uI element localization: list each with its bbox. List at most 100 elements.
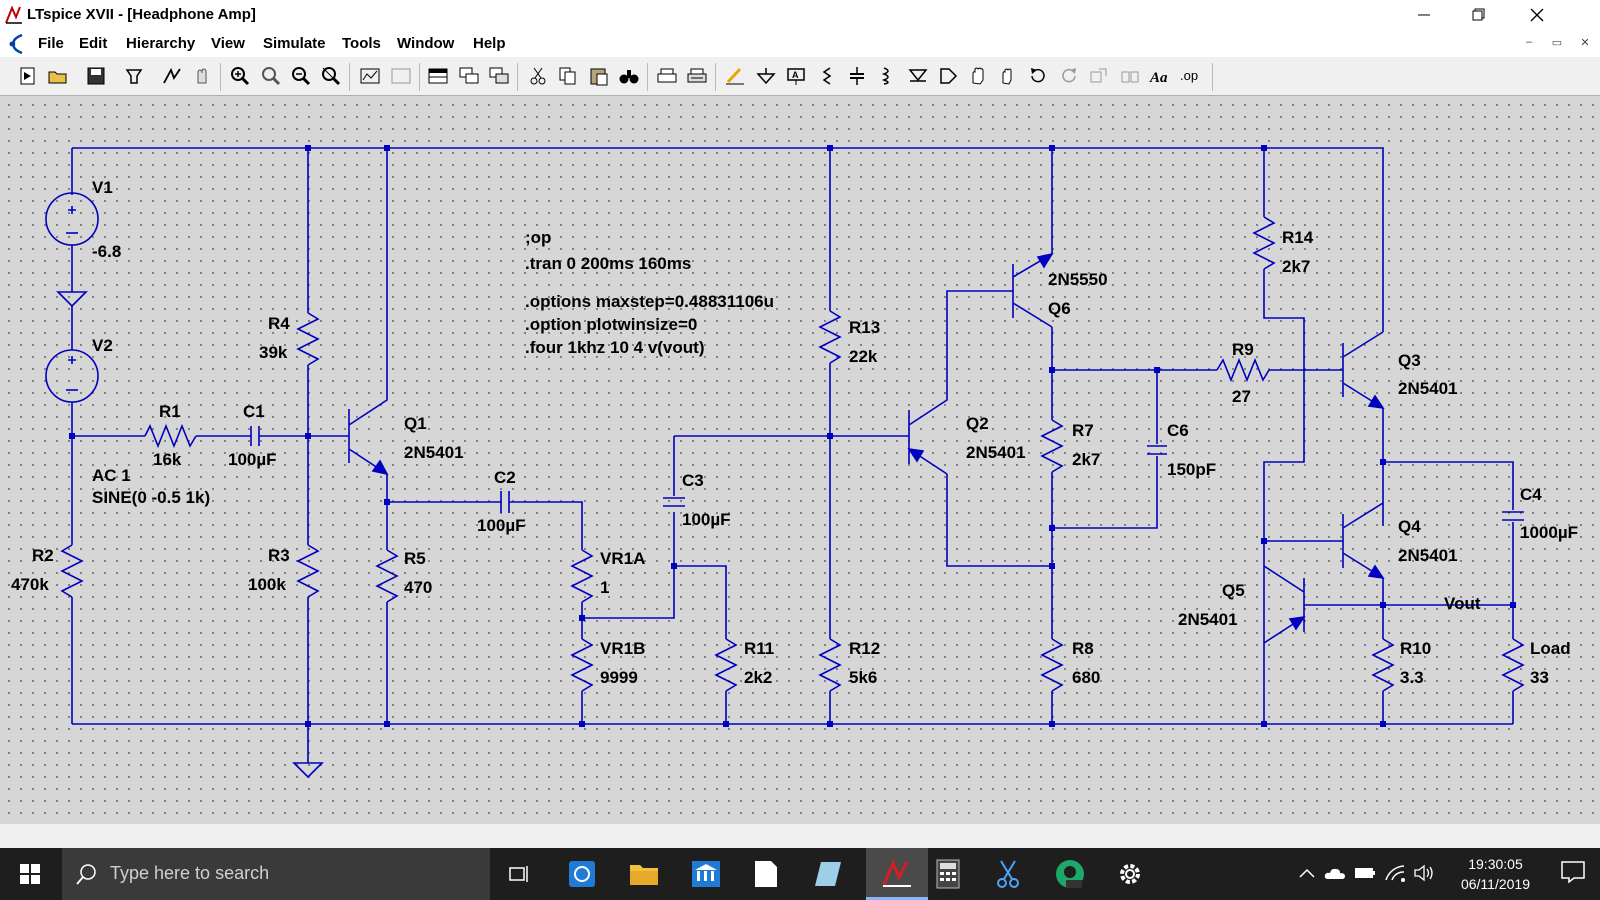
c3-value[interactable]: 100µF	[682, 510, 731, 529]
inductor-icon[interactable]	[875, 65, 899, 87]
menu-simulate[interactable]: Simulate	[263, 35, 326, 52]
draw-wire-icon[interactable]	[723, 65, 747, 87]
c2-value[interactable]: 100µF	[477, 516, 526, 535]
load-label[interactable]: Load	[1530, 639, 1571, 658]
battery-icon[interactable]	[1354, 862, 1376, 884]
r14-value[interactable]: 2k7	[1282, 257, 1311, 276]
diode-icon[interactable]	[906, 65, 930, 87]
menu-hierarchy[interactable]: Hierarchy	[126, 35, 196, 52]
q1-value[interactable]: 2N5401	[404, 443, 464, 462]
r13-label[interactable]: R13	[849, 318, 881, 337]
cascade-icon[interactable]	[457, 65, 481, 87]
copy-icon[interactable]	[556, 65, 580, 87]
task-view-icon[interactable]	[502, 856, 538, 892]
ltspice-app-icon[interactable]	[4, 5, 24, 25]
q6-label[interactable]: Q6	[1048, 299, 1071, 318]
q3-label[interactable]: Q3	[1398, 351, 1421, 370]
r7-value[interactable]: 2k7	[1072, 450, 1101, 469]
c1-label[interactable]: C1	[243, 402, 265, 421]
c1-value[interactable]: 100µF	[228, 450, 277, 469]
load-value[interactable]: 33	[1530, 668, 1549, 687]
ltspice-taskbar-button[interactable]	[866, 848, 928, 900]
r4-label[interactable]: R4	[268, 314, 290, 333]
c4-value[interactable]: 1000µF	[1520, 523, 1578, 542]
view-spice-icon[interactable]	[389, 65, 413, 87]
component-icon[interactable]	[936, 65, 960, 87]
print-preview-icon[interactable]	[685, 65, 709, 87]
tile-icon[interactable]	[426, 65, 450, 87]
restore-button[interactable]	[1456, 0, 1502, 30]
redo-icon[interactable]	[1057, 65, 1081, 87]
v1-value[interactable]: -6.8	[92, 242, 122, 261]
q6-value[interactable]: 2N5550	[1048, 270, 1108, 289]
file-explorer-icon[interactable]	[626, 856, 662, 892]
r12-value[interactable]: 5k6	[849, 668, 878, 687]
r2-value[interactable]: 470k	[11, 575, 49, 594]
mdi-close-button[interactable]: ✕	[1580, 37, 1590, 49]
r9-value[interactable]: 27	[1232, 387, 1251, 406]
schematic-canvas[interactable]: V1 -6.8 V2 R1 16k C1 100µF AC 1 SINE(0 -…	[0, 96, 1600, 824]
vr1b-label[interactable]: VR1B	[600, 639, 646, 658]
minimize-button[interactable]	[1401, 0, 1447, 30]
undo-icon[interactable]	[1026, 65, 1050, 87]
r3-value[interactable]: 100k	[248, 575, 286, 594]
notepad-icon[interactable]	[748, 856, 784, 892]
calculator-icon[interactable]	[930, 856, 966, 892]
menu-file[interactable]: File	[38, 35, 64, 52]
rotate-icon[interactable]	[1087, 65, 1111, 87]
control-panel-icon[interactable]	[122, 65, 146, 87]
system-clock[interactable]: 19:30:05 06/11/2019	[1461, 854, 1530, 894]
edge-dev-icon[interactable]	[1052, 856, 1088, 892]
drag-icon[interactable]	[996, 65, 1020, 87]
vr1a-label[interactable]: VR1A	[600, 549, 646, 568]
move-icon[interactable]	[966, 65, 990, 87]
c6-label[interactable]: C6	[1167, 421, 1189, 440]
c6-value[interactable]: 150pF	[1167, 460, 1217, 479]
r5-label[interactable]: R5	[404, 549, 426, 568]
mdi-minimize-button[interactable]: –	[1525, 36, 1533, 48]
zoom-pan-icon[interactable]	[259, 65, 283, 87]
q5-label[interactable]: Q5	[1222, 581, 1245, 600]
library-icon[interactable]	[688, 856, 724, 892]
ground-icon[interactable]	[754, 65, 778, 87]
onedrive-icon[interactable]	[1324, 862, 1346, 884]
r2-label[interactable]: R2	[32, 546, 54, 565]
q2-value[interactable]: 2N5401	[966, 443, 1026, 462]
r7-label[interactable]: R7	[1072, 421, 1094, 440]
save-icon[interactable]	[84, 65, 108, 87]
close-button[interactable]	[1514, 0, 1560, 30]
v1-label[interactable]: V1	[92, 178, 113, 197]
mirror-icon[interactable]	[1118, 65, 1142, 87]
capacitor-icon[interactable]	[845, 65, 869, 87]
snipping-tool-icon[interactable]	[990, 856, 1026, 892]
print-icon[interactable]	[655, 65, 679, 87]
r1-value[interactable]: 16k	[153, 450, 182, 469]
r10-value[interactable]: 3.3	[1400, 668, 1424, 687]
ac-spec[interactable]: AC 1	[92, 466, 131, 485]
r4-value[interactable]: 39k	[259, 343, 288, 362]
wifi-icon[interactable]	[1384, 862, 1406, 884]
menu-tools[interactable]: Tools	[342, 35, 381, 52]
vr1a-value[interactable]: 1	[600, 578, 610, 597]
zoom-fit-icon[interactable]	[319, 65, 343, 87]
start-button[interactable]	[0, 848, 60, 900]
menu-window[interactable]: Window	[397, 35, 455, 52]
zoom-in-icon[interactable]	[228, 65, 252, 87]
q4-value[interactable]: 2N5401	[1398, 546, 1458, 565]
r8-value[interactable]: 680	[1072, 668, 1101, 687]
directive-options-maxstep[interactable]: .options maxstep=0.48831106u	[525, 292, 774, 311]
c2-label[interactable]: C2	[494, 468, 516, 487]
mdi-restore-button[interactable]: ▭	[1551, 37, 1563, 49]
find-icon[interactable]	[617, 65, 641, 87]
zoom-out-icon[interactable]	[289, 65, 313, 87]
directive-option-plotwinsize[interactable]: .option plotwinsize=0	[525, 315, 698, 334]
r5-value[interactable]: 470	[404, 578, 433, 597]
directive-tran[interactable]: .tran 0 200ms 160ms	[525, 254, 692, 273]
new-schematic-icon[interactable]	[16, 65, 40, 87]
r10-label[interactable]: R10	[1400, 639, 1432, 658]
q5-value[interactable]: 2N5401	[1178, 610, 1238, 629]
r3-label[interactable]: R3	[268, 546, 290, 565]
text-icon[interactable]: Aa	[1148, 65, 1172, 87]
r1-label[interactable]: R1	[159, 402, 181, 421]
directive-op[interactable]: ;op	[525, 228, 552, 247]
